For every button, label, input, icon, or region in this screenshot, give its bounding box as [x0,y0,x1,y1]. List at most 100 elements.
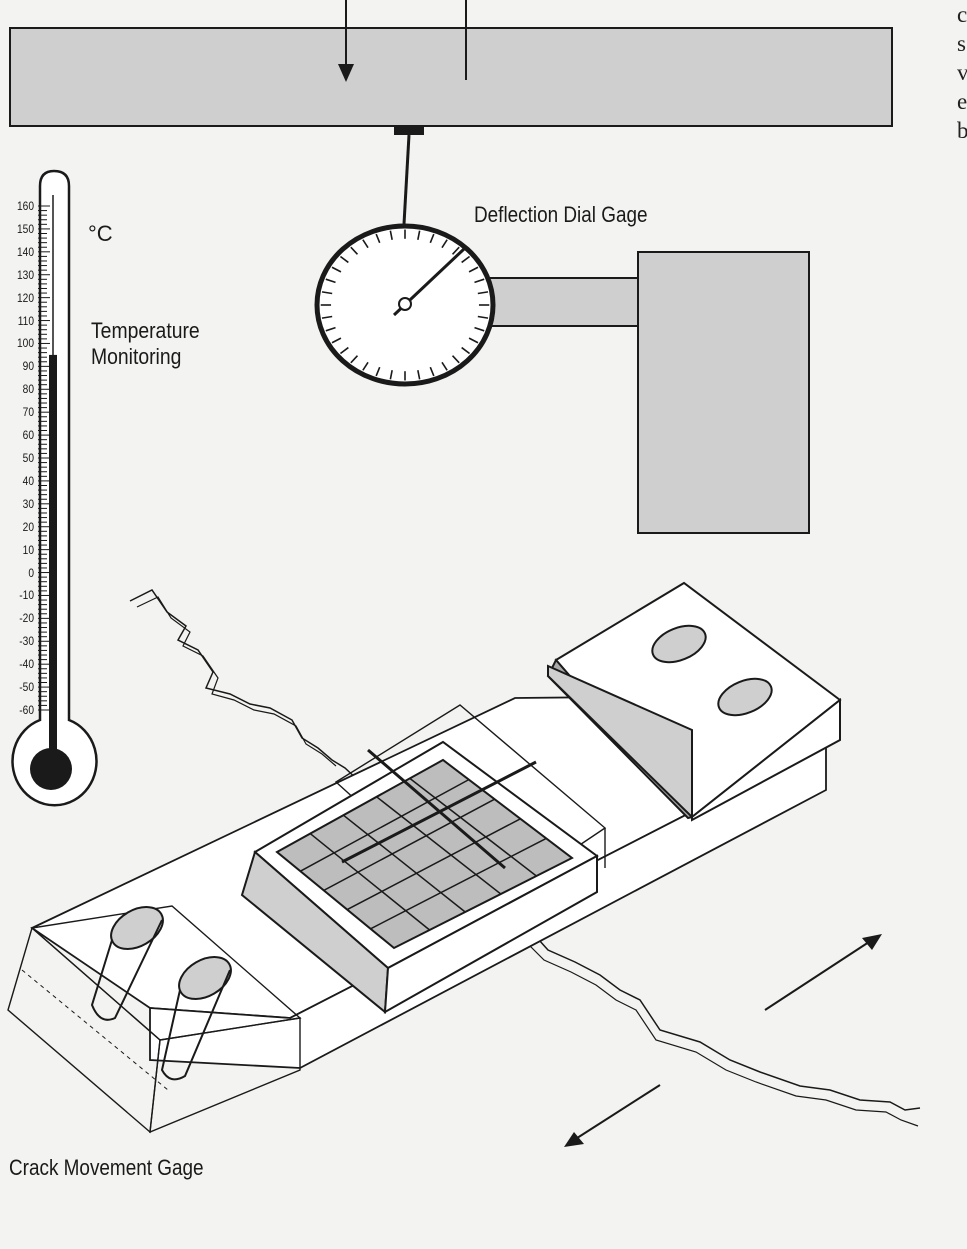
thermometer-scale-label: 10 [22,542,34,557]
right-block-hole-1 [651,624,707,664]
thermometer-scale-label: 130 [16,267,34,282]
dial-tick [339,346,349,355]
thermometer-scale-label: 100 [16,336,34,351]
temperature-monitoring-line-1: Temperature [91,318,200,343]
thermometer-scale-label: 90 [22,359,34,374]
grid-slab-right [383,854,598,1014]
page-text-line: s [957,31,966,56]
cylinder-1-top [110,906,164,950]
dial-tick [350,246,359,255]
dial-tick [325,326,336,332]
dial-support-arm [487,277,641,327]
dial-tick [321,291,333,295]
crack-movement-gage-label: Crack Movement Gage [9,1155,204,1180]
grid-line [342,814,466,913]
dial-tick [375,366,381,377]
dial-ticks [320,229,490,381]
temperature-monitoring-line-2: Monitoring [91,344,182,369]
dial-tick [321,315,333,319]
thermometer-scale-label: 80 [22,382,34,397]
movement-arrow-up [764,939,873,1011]
thermometer-scale-label: -20 [19,611,34,626]
right-block-hole-2 [717,677,773,717]
thermometer-scale-label: 150 [16,221,34,236]
crack-upper-left-edge [136,596,337,767]
dial-tick [474,278,485,284]
movement-arrow-up-head [862,934,882,950]
dial-tick [461,255,471,264]
dial-tick [451,355,460,364]
left-box-right [149,1017,301,1134]
right-block-right [691,697,841,822]
grid-line [300,778,470,872]
page-text-fragment: c s v e b [957,0,967,145]
thermometer-scale-label: 20 [22,519,34,534]
crack-upper-left [129,589,361,783]
thermometer-bulb [30,748,72,790]
movement-arrow-down-head [564,1132,584,1147]
dial-gage [314,223,496,387]
dial-tick [362,239,369,249]
dial-tick [441,361,448,371]
crack-lower-right-edge [525,941,919,1127]
page-text-line: e [957,89,967,114]
thermometer-scale-label: -10 [19,588,34,603]
thermometer-mercury [49,354,57,760]
dial-gage-label: Deflection Dial Gage [474,202,648,227]
dial-tick [461,346,471,355]
crosshair-vertical [367,748,506,870]
crack-movement-gage [7,581,842,1134]
movement-arrow-down [573,1084,661,1141]
grid-plate [275,758,574,950]
grid-lines [300,777,547,931]
cylinder-1-body [90,919,163,1021]
page-text-line: c [957,2,967,27]
thermometer-scale-label: -50 [19,680,34,695]
page-text-line: v [957,60,967,85]
thermometer-scale-label: 30 [22,496,34,511]
thermometer-scale-label: 50 [22,451,34,465]
grid-line [376,796,502,895]
dial-tick [325,278,336,284]
crack-lower-right [529,929,921,1111]
dial-tick [331,266,342,273]
thermometer-ticks [38,205,50,711]
dial-tick [477,291,489,295]
dial-tick [375,233,381,244]
temperature-monitoring-label: Temperature Monitoring [91,318,200,370]
load-arrow-head [338,64,354,82]
temperature-unit-label: °C [88,221,113,246]
grid-line [309,833,431,931]
thermometer-scale-label: -30 [19,634,34,649]
dial-tick [429,366,435,377]
dial-tick [389,370,393,380]
thermometer-scale-label: 110 [17,313,34,328]
thermometer-scale-label: 160 [16,199,34,213]
gage-base-front [149,741,827,1069]
dial-tick [331,337,342,344]
dial-tick [474,326,485,332]
dial-tick [339,255,349,264]
page-text-line: b [957,118,967,143]
dial-tick [468,266,479,273]
dial-tick [417,230,421,240]
dial-tick [429,233,435,244]
dial-stem [402,134,411,225]
thermometer-scale-label: 120 [16,290,34,305]
cylinder-2-top [178,956,232,1000]
right-block-left [547,664,693,820]
grid-line [346,818,521,911]
thermometer-scale-label: 70 [22,405,34,420]
dial-tick [468,337,479,344]
thermometer-scale-label: 140 [16,244,34,259]
grid-line [370,837,547,930]
dial-tick [451,246,460,255]
overhead-beam [9,27,893,127]
thermometer-scale-label: -60 [19,703,34,717]
dial-tick [362,361,369,371]
cylinder-2-body [160,969,231,1081]
dial-tick [477,315,489,319]
dial-pivot [398,297,412,311]
